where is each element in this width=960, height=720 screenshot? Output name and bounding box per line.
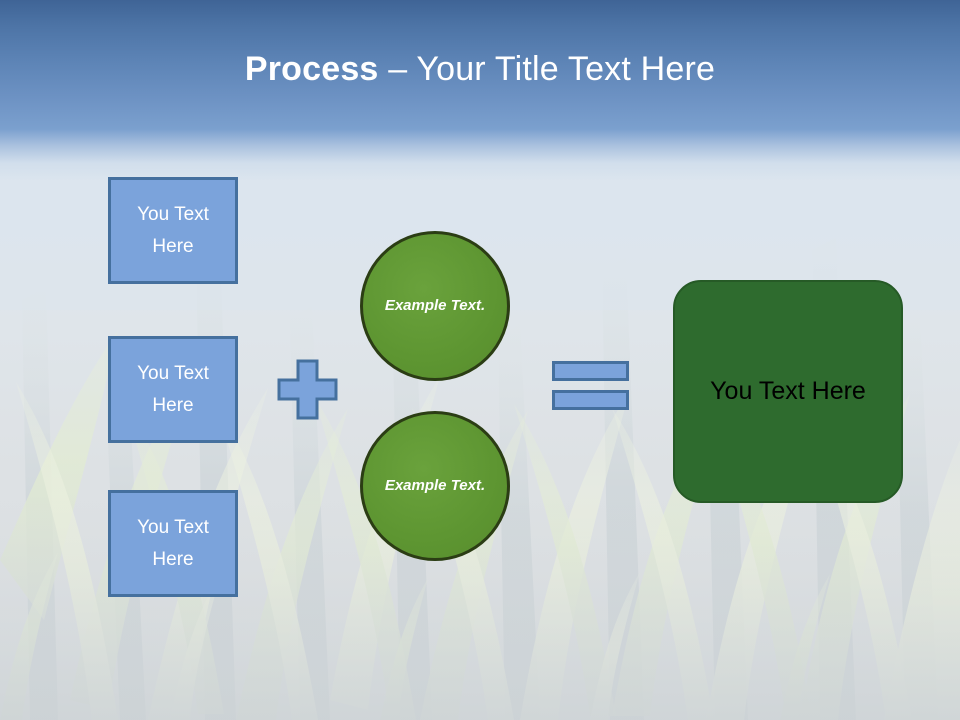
input-box-3[interactable]: You Text Here (108, 490, 238, 597)
input-box-1[interactable]: You Text Here (108, 177, 238, 284)
input-box-2[interactable]: You Text Here (108, 336, 238, 443)
title-banner-fade (0, 129, 960, 181)
title-banner (0, 0, 960, 129)
page-title-bold: Process (244, 50, 379, 88)
example-circle-1-label: Example Text. (384, 297, 486, 314)
result-box[interactable]: You Text Here (673, 280, 903, 503)
equals-icon (552, 361, 629, 410)
example-circle-2[interactable]: Example Text. (360, 411, 510, 561)
example-circle-1[interactable]: Example Text. (360, 231, 510, 381)
page-title-rest: – Your Title Text Here (378, 50, 716, 88)
equals-bar-bottom (552, 390, 629, 410)
input-box-2-label: You Text Here (137, 362, 209, 416)
equals-bar-top (552, 361, 629, 381)
result-box-label: You Text Here (710, 377, 866, 405)
example-circle-2-label: Example Text. (384, 477, 486, 494)
page-title: Process – Your Title Text Here (0, 48, 960, 90)
input-box-1-label: You Text Here (137, 203, 209, 257)
plus-icon (277, 359, 338, 420)
input-box-3-label: You Text Here (137, 516, 209, 570)
